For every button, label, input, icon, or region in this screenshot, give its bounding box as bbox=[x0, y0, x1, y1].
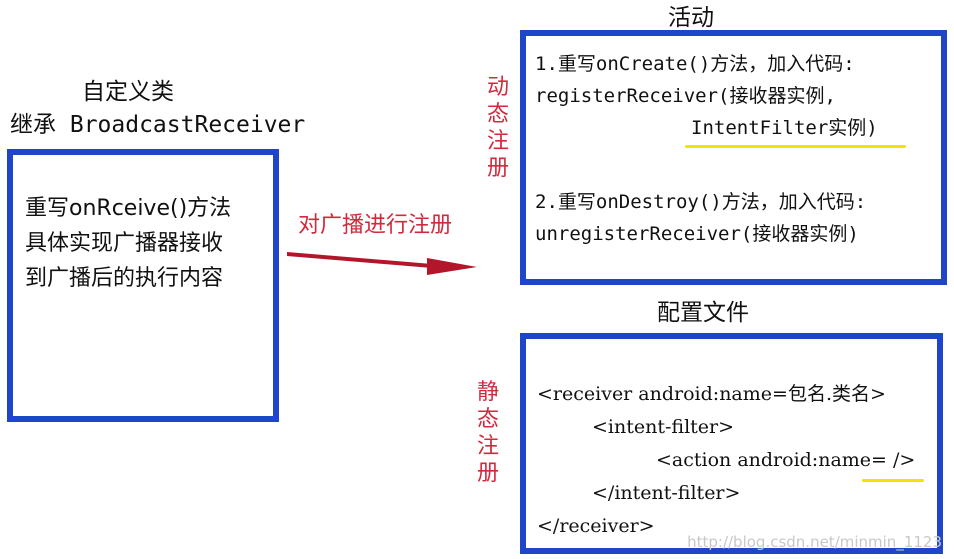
register-arrow bbox=[287, 252, 477, 275]
register-arrow-shaft bbox=[287, 252, 432, 268]
config-line-4: </intent-filter> bbox=[592, 482, 741, 504]
register-arrow-head bbox=[427, 258, 477, 275]
custom-class-title: 自定义类 bbox=[82, 79, 174, 105]
custom-class-box: 重写onRceive()方法 具体实现广播器接收 到广播后的执行内容 bbox=[7, 149, 279, 422]
activity-line-2: registerReceiver(接收器实例, bbox=[535, 85, 836, 107]
config-line-1: <receiver android:name=包名.类名> bbox=[537, 383, 886, 405]
static-label-char-3: 注 bbox=[476, 434, 499, 459]
static-registration-label: 静 态 注 册 bbox=[474, 379, 502, 487]
action-name-highlight bbox=[862, 479, 924, 482]
custom-class-subtitle: 继承 BroadcastReceiver bbox=[10, 112, 306, 138]
register-arrow-label: 对广播进行注册 bbox=[298, 213, 453, 238]
dynamic-label-char-2: 态 bbox=[486, 102, 509, 127]
activity-line-4: 2.重写onDestroy()方法，加入代码: bbox=[535, 191, 867, 213]
watermark: http://blog.csdn.net/minmin_1123 bbox=[687, 533, 942, 551]
config-line-2: <intent-filter> bbox=[592, 416, 735, 438]
static-label-char-2: 态 bbox=[476, 407, 499, 432]
custom-class-line-3: 到广播后的执行内容 bbox=[25, 266, 224, 291]
config-line-5: </receiver> bbox=[537, 515, 655, 537]
activity-line-1: 1.重写onCreate()方法，加入代码: bbox=[535, 53, 855, 75]
dynamic-registration-label: 动 态 注 册 bbox=[484, 74, 512, 182]
dynamic-label-char-4: 册 bbox=[486, 156, 509, 181]
static-label-char-4: 册 bbox=[476, 461, 499, 486]
custom-class-line-1: 重写onRceive()方法 bbox=[25, 196, 232, 221]
config-title: 配置文件 bbox=[657, 300, 749, 326]
config-line-3: <action android:name= /> bbox=[656, 449, 916, 471]
intentfilter-highlight bbox=[685, 145, 906, 148]
dynamic-label-char-3: 注 bbox=[486, 129, 509, 154]
dynamic-label-char-1: 动 bbox=[486, 75, 509, 100]
activity-line-3: IntentFilter实例) bbox=[691, 117, 878, 139]
config-box: <receiver android:name=包名.类名> <intent-fi… bbox=[520, 333, 943, 554]
static-label-char-1: 静 bbox=[476, 380, 499, 405]
custom-class-line-2: 具体实现广播器接收 bbox=[25, 231, 224, 256]
activity-box: 1.重写onCreate()方法，加入代码: registerReceiver(… bbox=[520, 30, 947, 285]
activity-title: 活动 bbox=[668, 5, 714, 31]
activity-line-5: unregisterReceiver(接收器实例) bbox=[535, 223, 859, 245]
